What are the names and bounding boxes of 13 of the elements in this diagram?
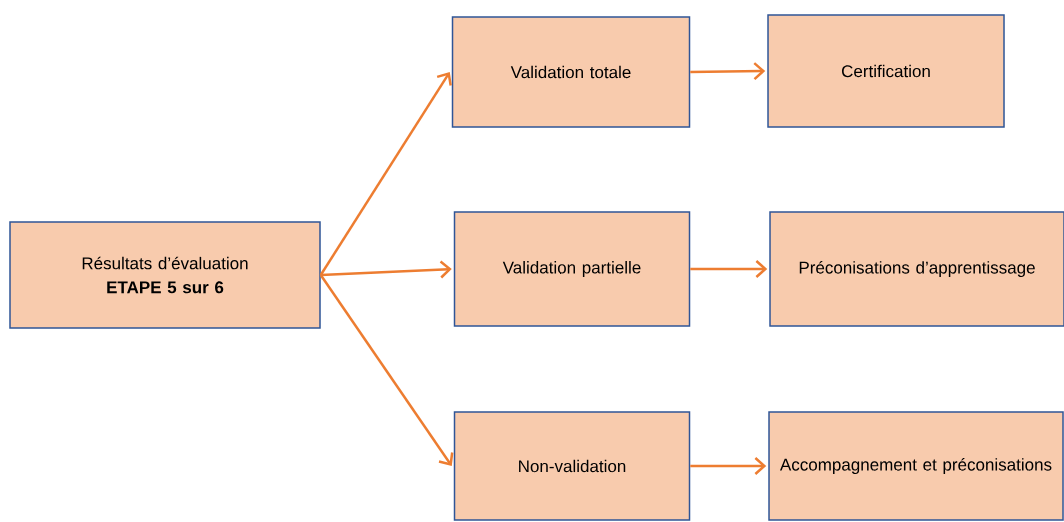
arrow (319, 274, 454, 466)
process-box: Résultats d’évaluation ETAPE 5 sur 6 (9, 221, 321, 329)
process-box: Validation totale (451, 16, 691, 128)
arrow (319, 72, 452, 276)
process-box: Validation partielle (453, 211, 691, 327)
process-box: Accompagnement et préconisations (768, 411, 1064, 521)
arrow (320, 260, 452, 279)
arrow (690, 457, 767, 475)
arrow (690, 260, 768, 278)
process-box: Non-validation (453, 411, 691, 521)
process-box: Certification (767, 14, 1005, 128)
process-box: Préconisations d’apprentissage (769, 211, 1064, 327)
arrow (690, 62, 766, 81)
